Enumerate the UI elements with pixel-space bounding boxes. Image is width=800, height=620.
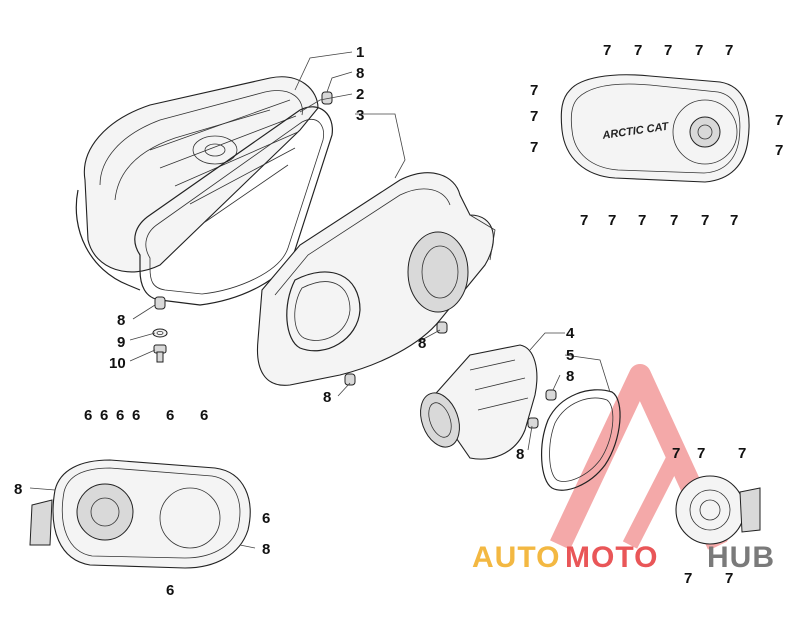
callout-6: 6 xyxy=(116,407,124,424)
callout-6: 6 xyxy=(166,407,174,424)
watermark-hub: HUB xyxy=(707,541,775,574)
callout-3: 3 xyxy=(356,107,364,124)
callout-7: 7 xyxy=(530,82,538,99)
callout-7: 7 xyxy=(580,212,588,229)
clutch-cover-assembly-part xyxy=(29,459,251,569)
callout-6: 6 xyxy=(132,407,140,424)
callout-7: 7 xyxy=(684,570,692,587)
callout-7: 7 xyxy=(775,112,783,129)
callout-7: 7 xyxy=(634,42,642,59)
callout-8: 8 xyxy=(117,312,125,329)
callout-8: 8 xyxy=(356,65,364,82)
callout-7: 7 xyxy=(775,142,783,159)
callout-7: 7 xyxy=(695,42,703,59)
callout-7: 7 xyxy=(730,212,738,229)
callout-7: 7 xyxy=(638,212,646,229)
callout-8: 8 xyxy=(262,541,270,558)
callout-8: 8 xyxy=(566,368,574,385)
callout-7: 7 xyxy=(672,445,680,462)
callout-7: 7 xyxy=(670,212,678,229)
callout-8: 8 xyxy=(418,335,426,352)
callout-6: 6 xyxy=(84,407,92,424)
callout-7: 7 xyxy=(608,212,616,229)
callout-10: 10 xyxy=(109,355,126,372)
callout-7: 7 xyxy=(725,570,733,587)
outer-clutch-cover-part xyxy=(75,76,319,291)
callout-7: 7 xyxy=(697,445,705,462)
callout-8: 8 xyxy=(14,481,22,498)
callout-7: 7 xyxy=(725,42,733,59)
callout-2: 2 xyxy=(356,86,364,103)
callout-7: 7 xyxy=(664,42,672,59)
washer-part xyxy=(152,328,168,338)
callout-6: 6 xyxy=(100,407,108,424)
callout-8: 8 xyxy=(516,446,524,463)
callout-7: 7 xyxy=(530,139,538,156)
callout-1: 1 xyxy=(356,44,364,61)
callout-6: 6 xyxy=(200,407,208,424)
watermark-text: AUTO MOTO HUB xyxy=(472,541,775,574)
callout-8: 8 xyxy=(323,389,331,406)
dowel-pin-part xyxy=(154,91,333,310)
branded-clutch-cover-part: ARCTIC CAT xyxy=(560,74,750,183)
air-duct-housing-part xyxy=(420,344,538,460)
dowel-pin-part xyxy=(527,389,557,429)
callout-7: 7 xyxy=(738,445,746,462)
small-duct-part xyxy=(675,475,761,545)
callout-6: 6 xyxy=(262,510,270,527)
callout-6: 6 xyxy=(166,582,174,599)
inner-clutch-cover-part xyxy=(256,172,496,386)
callout-9: 9 xyxy=(117,334,125,351)
callout-7: 7 xyxy=(603,42,611,59)
callout-7: 7 xyxy=(530,108,538,125)
leader-lines xyxy=(29,51,611,549)
watermark-moto: MOTO xyxy=(565,541,658,574)
callout-7: 7 xyxy=(701,212,709,229)
callout-4: 4 xyxy=(566,325,575,342)
bolt-part xyxy=(153,344,167,363)
callout-labels: 1 8 2 3 8 9 10 8 8 4 5 8 8 8 8 7 7 7 7 7… xyxy=(14,42,783,599)
watermark-auto: AUTO xyxy=(472,541,560,574)
callout-5: 5 xyxy=(566,347,574,364)
duct-gasket-part xyxy=(541,389,621,491)
